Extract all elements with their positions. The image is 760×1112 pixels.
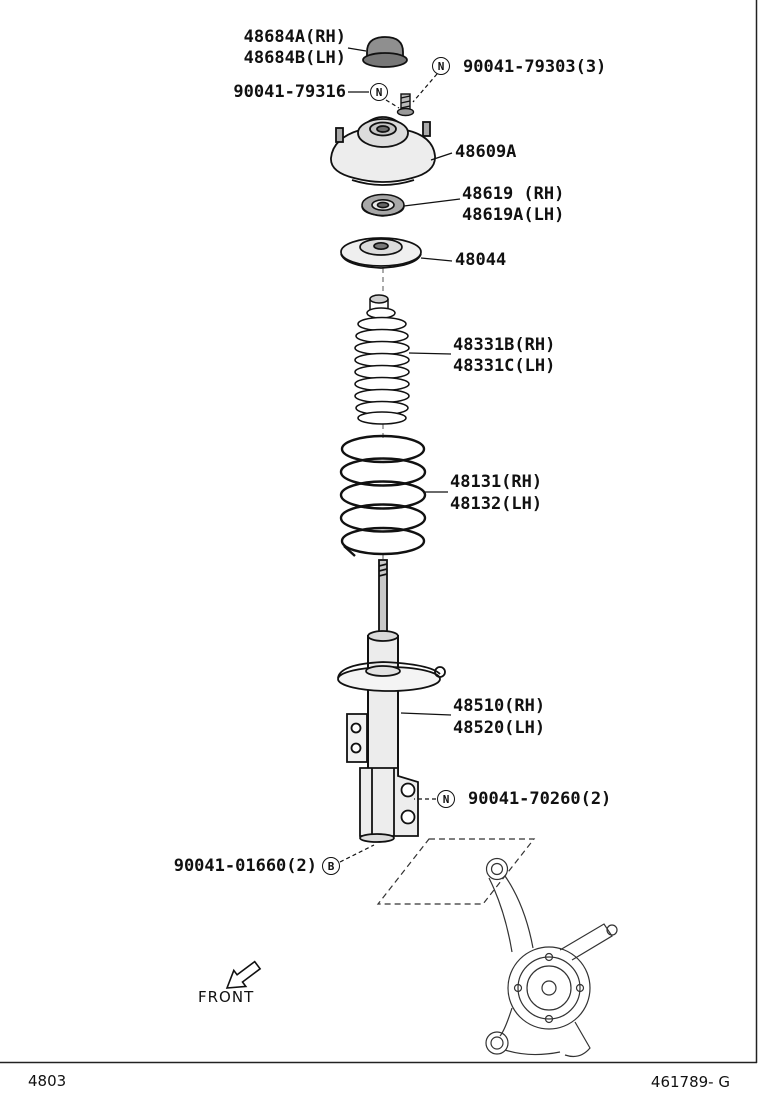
part-label-bearing-rh: 48619 (RH): [462, 184, 565, 204]
part-label-cap-lh: 48684B(LH): [243, 48, 346, 68]
dashed-leader-lines: [339, 73, 438, 863]
upper-spring-seat-part: [340, 237, 422, 269]
steering-knuckle-part: [485, 857, 618, 1058]
shock-absorber-part: [337, 559, 446, 843]
knuckle-mount-plane-dashed: [376, 838, 536, 905]
coil-spring-part: [339, 434, 427, 557]
part-label-spring-rh: 48131(RH): [450, 472, 543, 492]
part-label-spring-lh: 48132(LH): [450, 494, 543, 514]
part-label-support-nut-alt: 90041-79303(3): [463, 57, 607, 77]
front-direction-label: FRONT: [198, 988, 255, 1006]
page-number: 4803: [28, 1072, 67, 1090]
leader-lines: [347, 47, 461, 716]
nut-marker-icon: N: [370, 83, 388, 101]
dust-boot-part: [354, 294, 410, 425]
suspension-support-part: [330, 116, 436, 186]
part-label-strut-rh: 48510(RH): [453, 696, 546, 716]
front-direction-arrow-icon: [225, 960, 262, 989]
part-label-boot-lh: 48331C(LH): [453, 356, 556, 376]
part-label-support: 48609A: [455, 142, 517, 162]
part-label-cap-rh: 48684A(RH): [243, 27, 346, 47]
drawing-number: 461789- G: [650, 1073, 730, 1091]
page-border: [0, 0, 758, 1064]
bolt-marker-icon: B: [322, 857, 340, 875]
nut-marker-icon: N: [432, 57, 450, 75]
support-stud-nut-part: [396, 93, 415, 117]
part-label-bearing-lh: 48619A(LH): [462, 205, 565, 225]
part-label-boot-rh: 48331B(RH): [453, 335, 556, 355]
part-label-strut-lh: 48520(LH): [453, 718, 546, 738]
part-label-support-nut: 90041-79316: [233, 82, 346, 102]
nut-marker-icon: N: [437, 790, 455, 808]
bearing-part: [361, 193, 405, 217]
part-label-spring-seat: 48044: [455, 250, 507, 270]
strut-cap-part: [362, 36, 408, 68]
part-label-bracket-nut: 90041-70260(2): [468, 789, 612, 809]
part-label-bracket-bolt: 90041-01660(2): [173, 856, 317, 876]
